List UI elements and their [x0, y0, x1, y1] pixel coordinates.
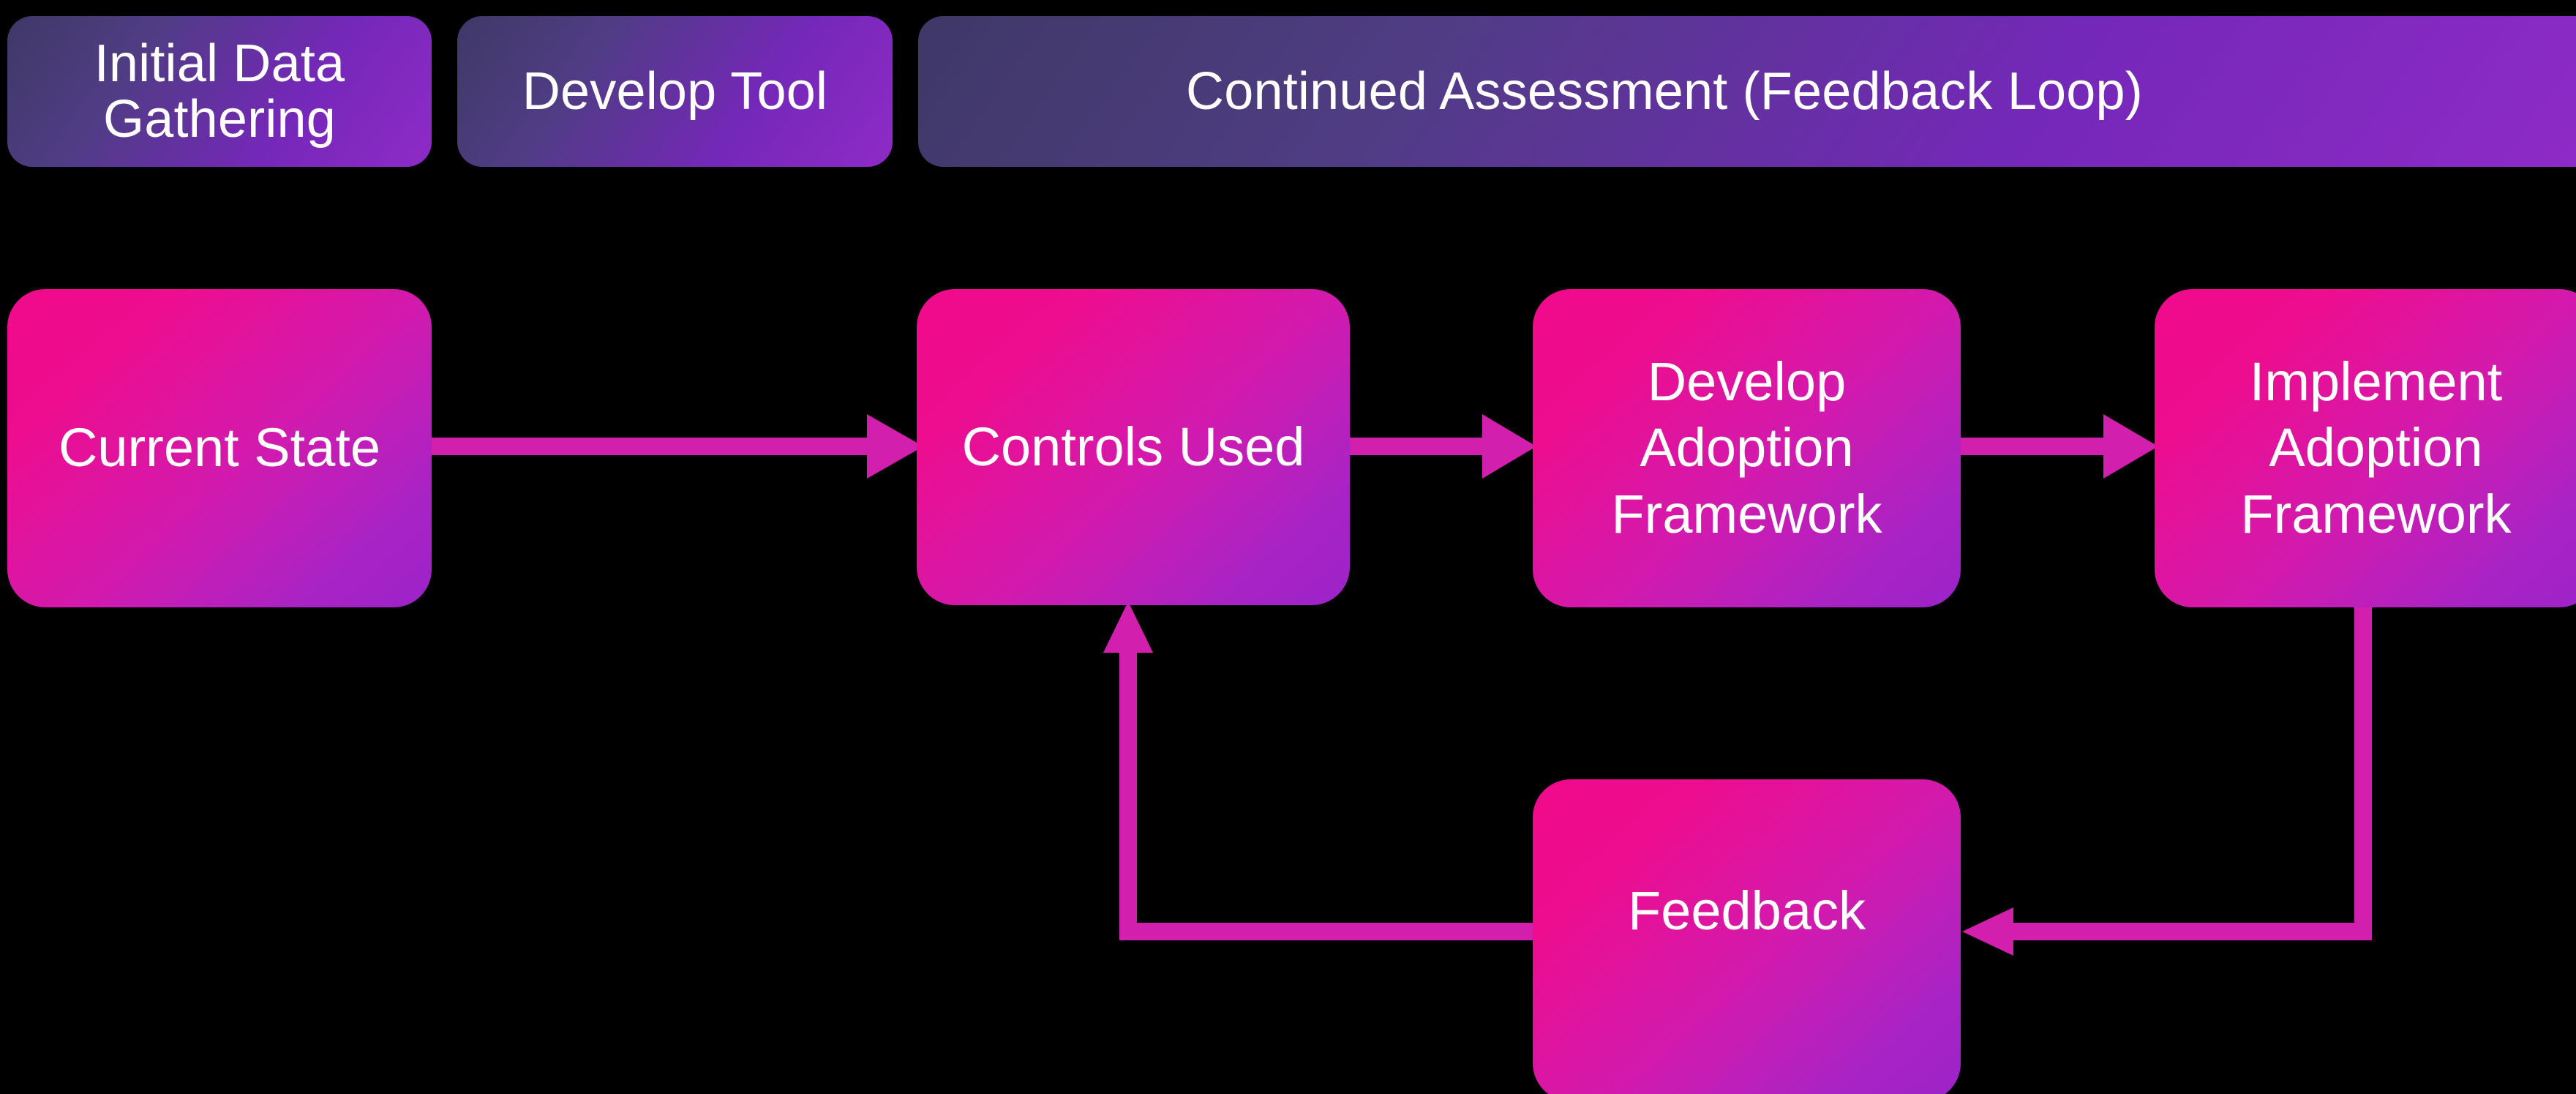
arrow-implement-to-feedback	[1962, 604, 2372, 956]
phase-banner-initial-data-gathering[interactable]: Initial Data Gathering	[7, 16, 432, 167]
phase-banner-continued-assessment[interactable]: Continued Assessment (Feedback Loop)	[918, 16, 2576, 167]
process-box-label: Implement Adoption Framework	[2240, 351, 2512, 544]
phase-banner-label: Continued Assessment (Feedback Loop)	[1186, 61, 2143, 121]
arrow-current-state-to-controls-used	[428, 414, 923, 479]
process-box-develop-adoption-framework[interactable]: Develop Adoption Framework	[1533, 289, 1961, 607]
arrow-develop-to-implement-adoption-framework	[1957, 414, 2158, 479]
process-box-feedback[interactable]: Feedback	[1533, 779, 1961, 1094]
process-box-current-state[interactable]: Current State	[7, 289, 432, 607]
process-box-label: Develop Adoption Framework	[1611, 351, 1882, 544]
arrow-controls-used-to-develop-adoption-framework	[1346, 414, 1536, 479]
arrow-feedback-to-controls-used	[1103, 602, 1536, 940]
process-box-implement-adoption-framework[interactable]: Implement Adoption Framework	[2155, 289, 2576, 607]
process-box-label: Current State	[58, 417, 381, 479]
process-box-label: Feedback	[1628, 880, 1866, 941]
process-box-controls-used[interactable]: Controls Used	[917, 289, 1350, 605]
process-box-label: Controls Used	[961, 416, 1305, 477]
phase-banner-develop-tool[interactable]: Develop Tool	[457, 16, 893, 167]
phase-banner-label: Initial Data Gathering	[94, 34, 345, 149]
phase-banner-label: Develop Tool	[522, 61, 828, 121]
